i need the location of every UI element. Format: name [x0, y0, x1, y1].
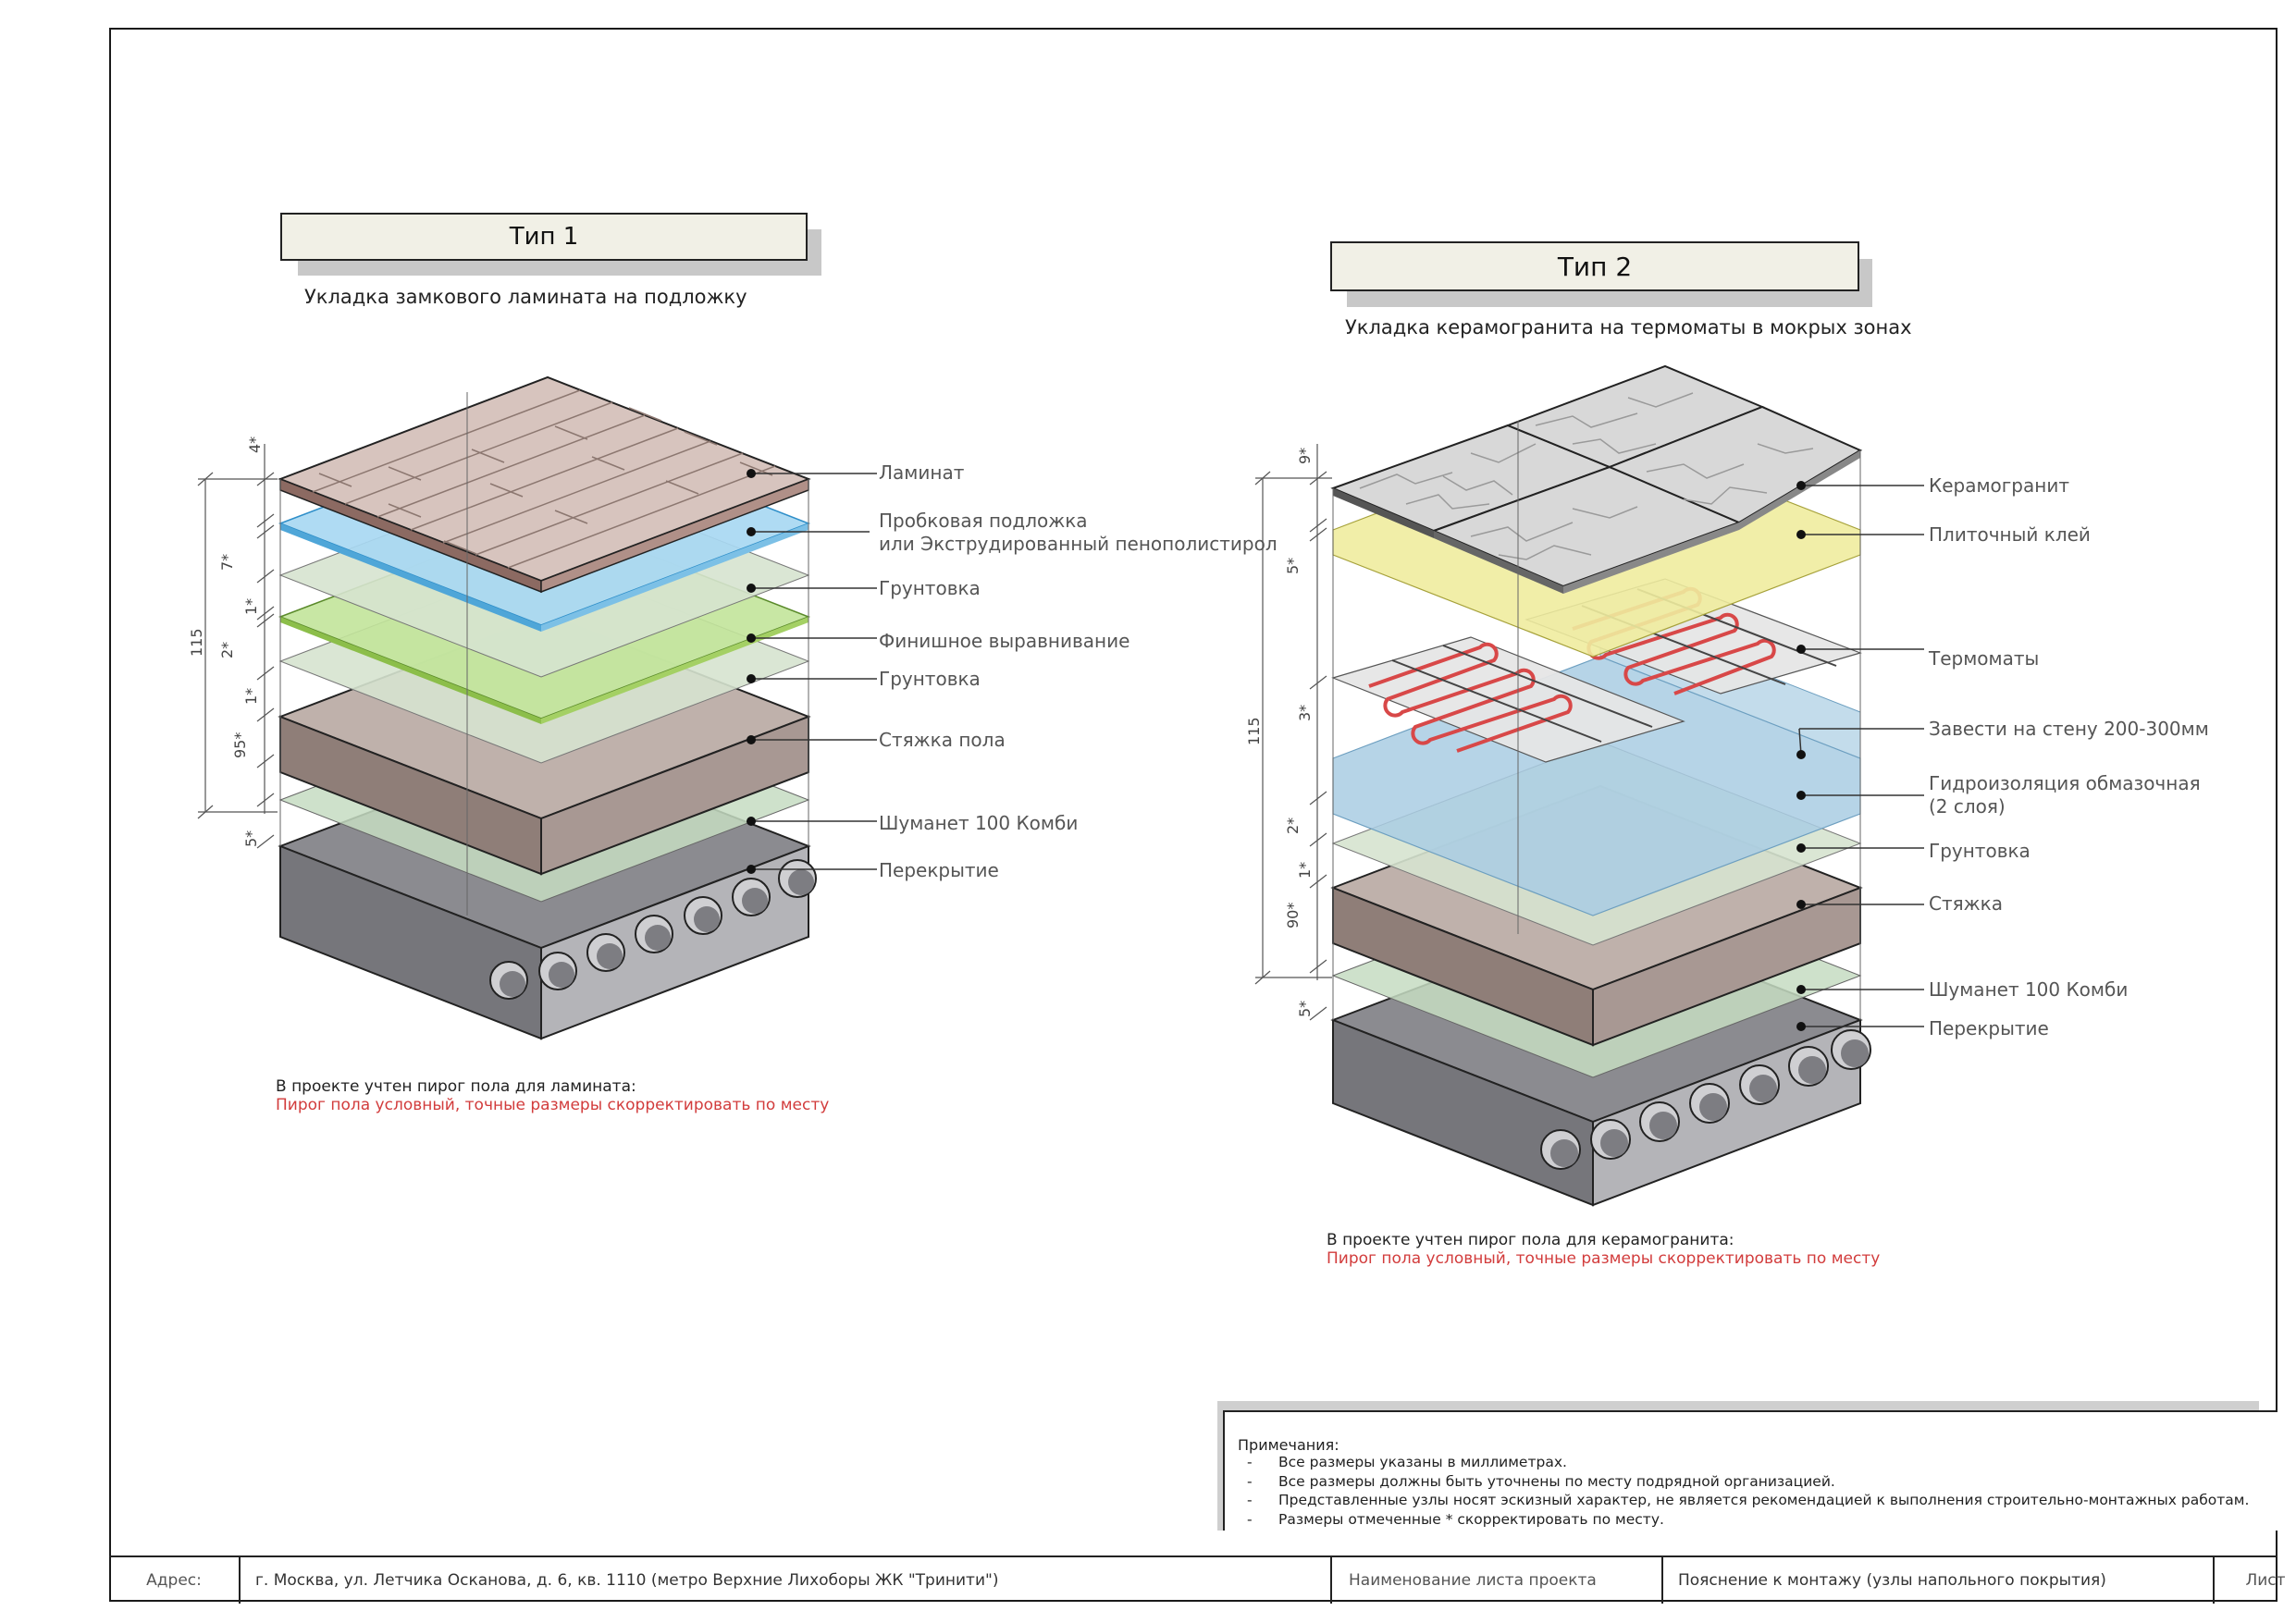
type2-porcelain-tiles [1330, 364, 1863, 594]
type2-dim-1: 1* [1296, 861, 1314, 879]
note-text: Размеры отмеченные * скорректировать по … [1278, 1510, 1664, 1528]
drawing-frame [109, 28, 2277, 1602]
address-value: г. Москва, ул. Летчика Осканова, д. 6, к… [241, 1557, 1332, 1604]
type1-laminate [278, 375, 811, 594]
type2-dim-5a: 5* [1284, 557, 1302, 574]
type1-leaders [751, 473, 877, 870]
type1-label-primer2: Грунтовка [879, 668, 981, 690]
note-item: - Представленные узлы носят эскизный хара… [1238, 1491, 2249, 1510]
type2-dot-wall [1796, 750, 1806, 759]
type1-label-acoustic: Шуманет 100 Комби [879, 812, 1079, 834]
type2-note: В проекте учтен пирог пола для керамогра… [1327, 1231, 1734, 1249]
type1-caption: Укладка замкового ламината на подложку [304, 286, 747, 308]
type1-dot-screed [747, 735, 756, 744]
type2-dot-mats [1796, 645, 1806, 654]
type2-dot-glue [1796, 530, 1806, 539]
notes-block: Примечания: - Все размеры указаны в милли… [1223, 1410, 2277, 1531]
type2-label-tiles: Керамогранит [1929, 474, 2069, 497]
note-item: - Размеры отмеченные * скорректировать по… [1238, 1510, 2249, 1530]
sheet-number-label: Лист [2215, 1557, 2296, 1604]
type2-dot-acoustic [1796, 985, 1806, 994]
type2-label-glue: Плиточный клей [1929, 523, 2091, 546]
type2-label-primer: Грунтовка [1929, 840, 2031, 862]
sheet-name-label: Наименование листа проекта [1332, 1557, 1663, 1604]
type1-dot-acoustic [747, 817, 756, 826]
note-item: - Все размеры указаны в миллиметрах. [1238, 1453, 2249, 1472]
type2-title-text: Тип 2 [1557, 251, 1633, 282]
type1-label-leveling: Финишное выравнивание [879, 630, 1130, 652]
type2-dimensions [1254, 444, 1332, 1021]
type2-title: Тип 2 [1330, 241, 1859, 291]
type1-label-cork: Пробковая подложка [879, 510, 1088, 532]
type1-title-text: Тип 1 [509, 223, 579, 251]
type2-dot-waterproofing [1796, 791, 1806, 800]
address-label: Адрес: [109, 1557, 241, 1604]
type1-dot-primer2 [747, 674, 756, 683]
type2-dim-5b: 5* [1296, 1000, 1314, 1017]
type1-dot-primer1 [747, 584, 756, 593]
type1-label-laminate: Ламинат [879, 461, 965, 484]
note-text: Представленные узлы носят эскизный харак… [1278, 1492, 2250, 1508]
notes-list: - Все размеры указаны в миллиметрах. - Все… [1238, 1453, 2249, 1529]
note-dash: - [1247, 1454, 1253, 1470]
type2-dim-3: 3* [1296, 704, 1314, 721]
type2-dot-tiles [1796, 481, 1806, 490]
note-text: Все размеры должны быть уточнены по мест… [1278, 1472, 1835, 1490]
type1-note-warning: Пирог пола условный, точные размеры скор… [276, 1096, 830, 1114]
type1-guide-lines [279, 392, 809, 916]
type1-label-screed: Стяжка пола [879, 729, 1006, 751]
type2-label-acoustic: Шуманет 100 Комби [1929, 978, 2129, 1001]
type2-dot-primer [1796, 843, 1806, 853]
type1-label-primer1: Грунтовка [879, 577, 981, 599]
sheet-name-value: Пояснение к монтажу (узлы напольного пок… [1663, 1557, 2215, 1604]
type1-title: Тип 1 [280, 213, 808, 261]
type1-dot-cork [747, 527, 756, 536]
type2-dim-9: 9* [1296, 447, 1314, 464]
type2-dim-90: 90* [1284, 902, 1302, 928]
type1-note: В проекте учтен пирог пола для ламината: [276, 1077, 636, 1096]
type2-label-mats: Термоматы [1929, 647, 2040, 670]
type2-note-warning: Пирог пола условный, точные размеры скор… [1327, 1249, 1881, 1268]
type2-dot-slab [1796, 1022, 1806, 1031]
note-dash: - [1247, 1492, 1253, 1508]
type2-label-waterproofing: Гидроизоляция обмазочная [1929, 772, 2201, 794]
type2-guide-lines [1332, 421, 1861, 1020]
type2-dim-total: 115 [1245, 717, 1263, 745]
type1-label-slab: Перекрытие [879, 859, 999, 881]
type1-dot-leveling [747, 633, 756, 643]
type2-dot-screed [1796, 900, 1806, 909]
type1-label-eps: или Экструдированный пенополистирол [879, 533, 1278, 555]
type1-dot-slab [747, 865, 756, 874]
note-dash: - [1247, 1510, 1253, 1528]
title-block: Адрес: г. Москва, ул. Летчика Осканова, … [109, 1555, 2286, 1604]
type2-caption: Укладка керамогранита на термоматы в мок… [1345, 316, 1912, 338]
type1-dimensions [197, 444, 278, 849]
type2-dim-2: 2* [1284, 817, 1302, 834]
type2-label-waterproofing-2: (2 слоя) [1929, 795, 2006, 818]
type1-dot-laminate [747, 469, 756, 478]
type2-label-wall: Завести на стену 200-300мм [1929, 718, 2209, 740]
note-text: Все размеры указаны в миллиметрах. [1278, 1454, 1567, 1470]
notes-title: Примечания: [1238, 1436, 1339, 1454]
type2-label-slab: Перекрытие [1929, 1017, 2049, 1039]
note-item: - Все размеры должны быть уточнены по мес… [1238, 1472, 2249, 1492]
note-dash: - [1247, 1472, 1253, 1490]
type2-label-screed: Стяжка [1929, 892, 2003, 915]
